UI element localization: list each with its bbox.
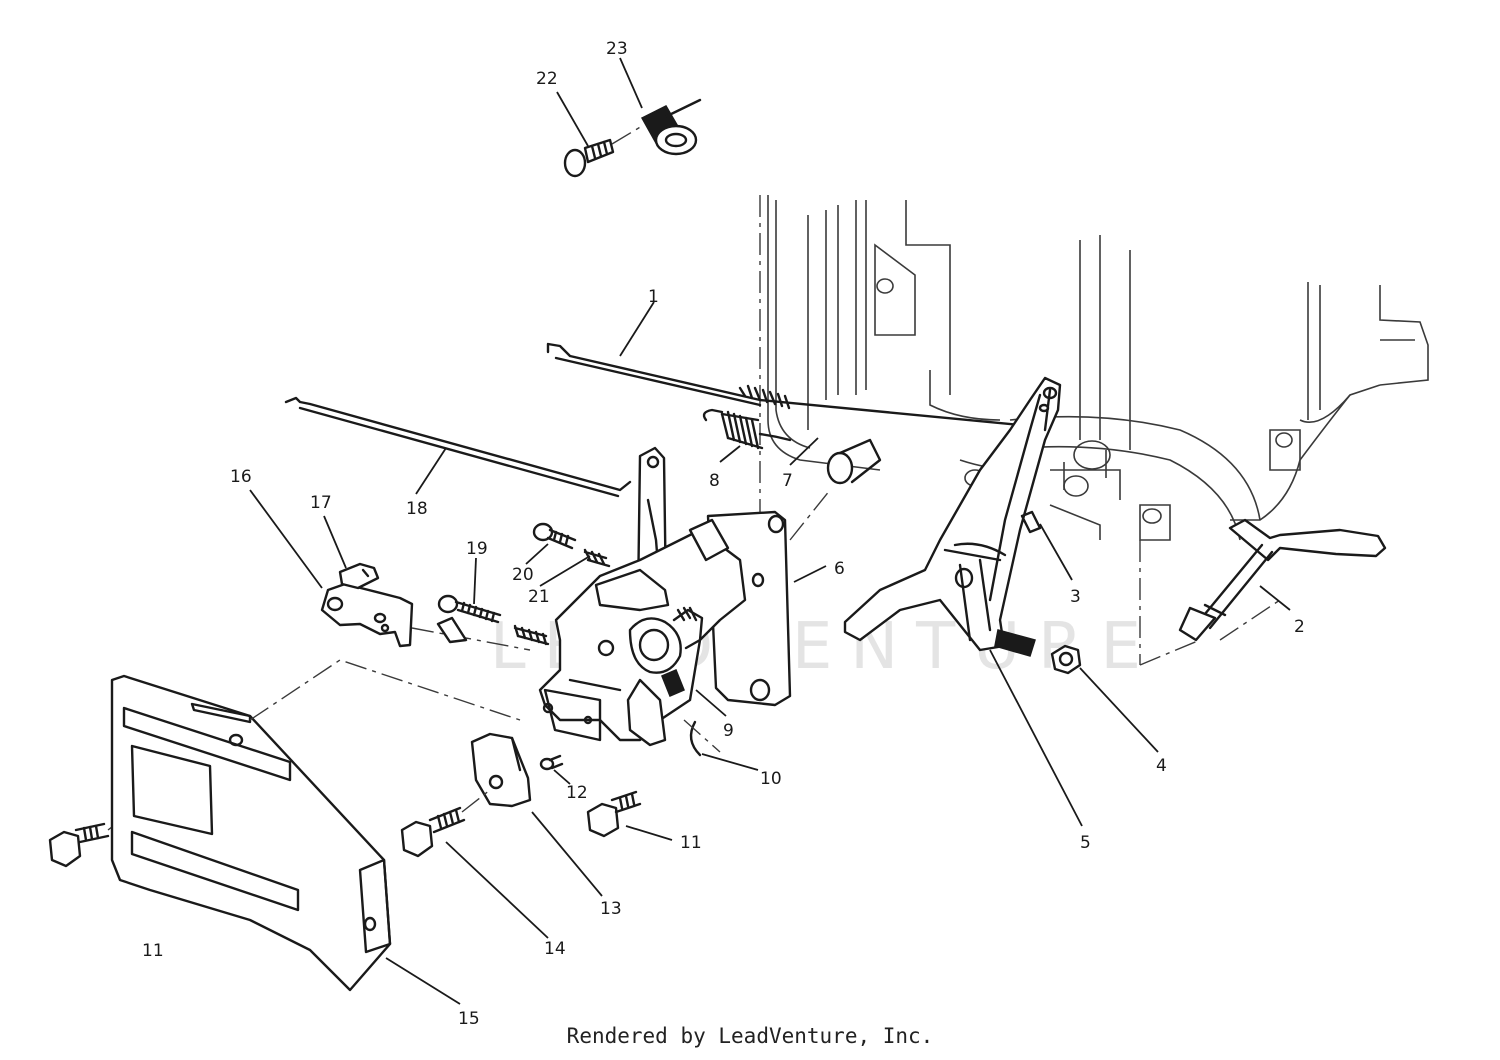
callout-21: 21 bbox=[528, 587, 550, 607]
render-credit: Rendered by LeadVenture, Inc. bbox=[566, 1024, 934, 1048]
callout-3: 3 bbox=[1070, 587, 1081, 607]
spring-19-21 bbox=[513, 624, 550, 646]
callout-6: 6 bbox=[834, 559, 845, 579]
assembly-axis-2 bbox=[683, 719, 721, 753]
callout-12: 12 bbox=[566, 783, 588, 803]
part-15-cover-panel bbox=[110, 674, 392, 992]
callout-19: 19 bbox=[466, 539, 488, 559]
callout-15: 15 bbox=[458, 1009, 480, 1029]
callout-14: 14 bbox=[544, 939, 566, 959]
callout-2: 2 bbox=[1294, 617, 1305, 637]
part-19-screw bbox=[437, 594, 502, 624]
part-16-axis bbox=[411, 627, 531, 651]
engine-block bbox=[759, 195, 1429, 666]
callout-5: 5 bbox=[1080, 833, 1091, 853]
part-11-hex-bolt-right bbox=[586, 790, 642, 838]
callouts: 1 2 3 4 5 6 7 8 9 10 11 11 12 13 14 15 1… bbox=[142, 39, 1305, 1029]
part-7-governor-spring bbox=[738, 384, 791, 410]
part-23-cable-clamp bbox=[611, 98, 702, 156]
callout-8: 8 bbox=[709, 471, 720, 491]
assembly-axis-1 bbox=[249, 659, 521, 721]
callout-17: 17 bbox=[310, 493, 332, 513]
callout-4: 4 bbox=[1156, 756, 1167, 776]
callout-16: 16 bbox=[230, 467, 252, 487]
callout-10: 10 bbox=[760, 769, 782, 789]
part-20-screw bbox=[532, 522, 577, 550]
callout-18: 18 bbox=[406, 499, 428, 519]
part-18-choke-rod bbox=[284, 396, 632, 498]
part-3-pin bbox=[1020, 510, 1042, 534]
callout-9: 9 bbox=[723, 721, 734, 741]
callout-1: 1 bbox=[648, 287, 659, 307]
callout-11-left: 11 bbox=[142, 941, 164, 961]
part-22-screw bbox=[563, 138, 615, 178]
part-5-throttle-bracket bbox=[843, 376, 1062, 652]
leader-lines bbox=[249, 57, 1291, 1005]
callout-11-right: 11 bbox=[680, 833, 702, 853]
callout-23: 23 bbox=[606, 39, 628, 59]
control-bracket bbox=[538, 446, 747, 747]
part-8-extension-spring bbox=[702, 408, 792, 450]
part-4-hex-nut bbox=[1050, 644, 1082, 675]
part-2-control-lever bbox=[1178, 518, 1387, 642]
part-14-hex-bolt bbox=[400, 789, 491, 858]
part-16-choke-plate bbox=[320, 582, 414, 648]
part-21-spring bbox=[583, 548, 611, 568]
callout-7: 7 bbox=[782, 471, 793, 491]
callout-22: 22 bbox=[536, 69, 558, 89]
part-12-pin bbox=[539, 754, 564, 771]
engine-bushing bbox=[826, 438, 882, 485]
part-13-nut-plate bbox=[470, 732, 532, 808]
callout-20: 20 bbox=[512, 565, 534, 585]
part-17-choke-tab bbox=[338, 562, 380, 590]
callout-13: 13 bbox=[600, 899, 622, 919]
assembly-axis-3 bbox=[789, 489, 831, 541]
part-10-clip bbox=[689, 720, 702, 757]
throttle-stud bbox=[994, 629, 1036, 657]
choke-detent bbox=[436, 616, 468, 644]
